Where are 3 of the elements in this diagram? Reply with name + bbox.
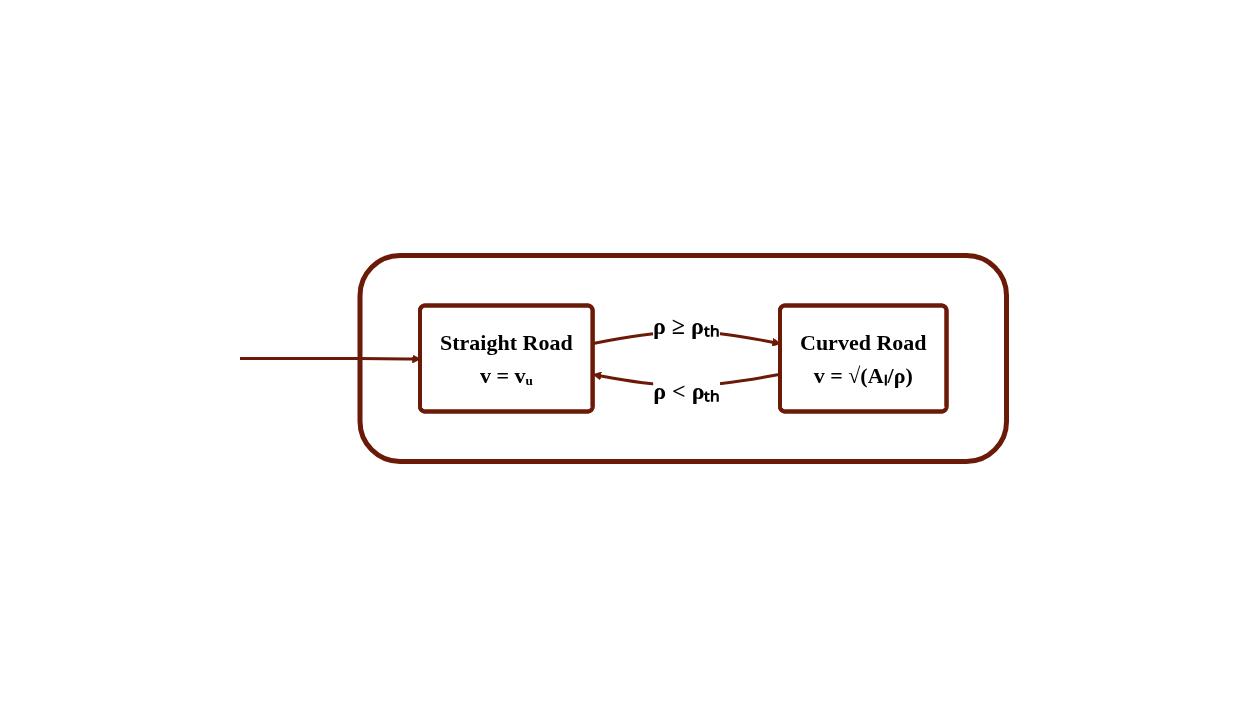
cluster xyxy=(357,253,1010,464)
edge-label: ρ ≥ ρₜₕ xyxy=(653,313,720,339)
edge-label: ρ < ρₜₕ xyxy=(653,377,721,404)
